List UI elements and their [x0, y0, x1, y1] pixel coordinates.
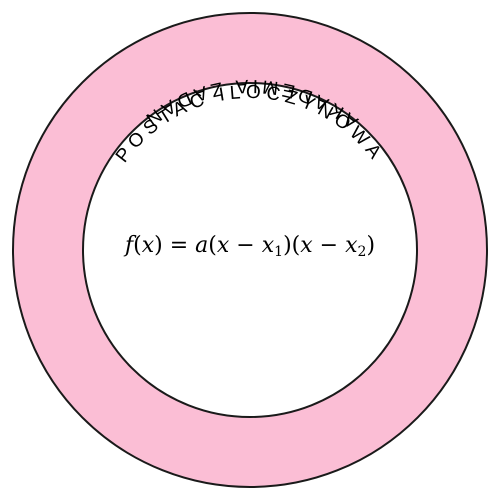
formula-minus: − — [229, 233, 262, 258]
formula-paren: ( — [291, 233, 301, 258]
formula-x: x — [300, 233, 313, 258]
formula-x: x — [141, 233, 155, 258]
formula-x: x — [345, 233, 358, 258]
formula-subscript-2: 2 — [357, 244, 367, 260]
formula-paren: ( — [208, 233, 217, 258]
formula-x: x — [261, 233, 275, 258]
formula-paren: ) — [283, 233, 292, 258]
formula-subscript-1: 1 — [274, 244, 284, 260]
formula-paren: ) — [154, 233, 163, 258]
formula-minus: − — [312, 233, 346, 258]
formula-a: a — [195, 233, 209, 258]
product-form-formula: f(x) = a(x − x1)(x − x2) — [0, 233, 500, 260]
formula-paren: ) — [366, 233, 376, 258]
formula-paren: ( — [133, 233, 142, 258]
inner-circle — [82, 82, 418, 418]
formula-x: x — [216, 233, 230, 258]
formula-f: f — [124, 233, 134, 258]
formula-equals: = — [162, 233, 196, 258]
